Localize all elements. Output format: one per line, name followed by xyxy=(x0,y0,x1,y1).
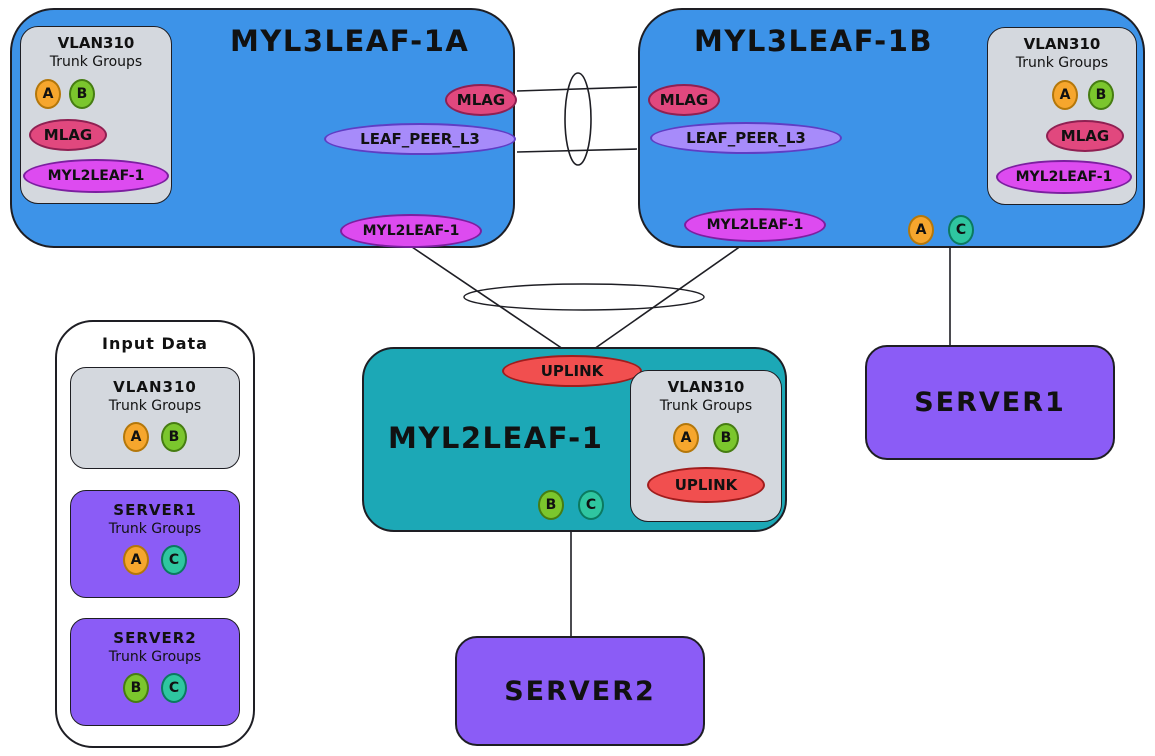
mlag-pill: MLAG xyxy=(648,84,720,116)
peer-link-line-top xyxy=(516,86,638,92)
input-group-badges: B C xyxy=(71,673,239,703)
trunk-badge-c: C xyxy=(161,545,187,575)
downlink-line-1a xyxy=(411,246,564,350)
trunk-badge-a: A xyxy=(35,79,61,109)
node-title-myl3leaf-1b: MYL3LEAF-1B xyxy=(694,24,933,58)
vlan-panel-title: VLAN310 xyxy=(57,34,135,52)
uplink-pill: UPLINK xyxy=(502,355,642,387)
input-group-subtitle: Trunk Groups xyxy=(108,649,202,665)
vlan310-panel-1b: VLAN310 Trunk Groups A B MLAG MYL2LEAF-1 xyxy=(987,27,1137,205)
node-server1: SERVER1 xyxy=(865,345,1115,460)
node-title-server1: SERVER1 xyxy=(914,387,1066,418)
vlan310-panel-1a: VLAN310 Trunk Groups A B MLAG MYL2LEAF-1 xyxy=(20,26,172,204)
trunk-badge-a: A xyxy=(123,545,149,575)
input-group-subtitle: Trunk Groups xyxy=(108,521,202,537)
downlink-lag-ellipse xyxy=(463,283,705,311)
vlan-panel-title: VLAN310 xyxy=(1023,35,1101,53)
leaf-peer-l3-pill: LEAF_PEER_L3 xyxy=(324,123,516,155)
input-group-title: VLAN310 xyxy=(113,378,197,396)
trunk-badge-a: A xyxy=(1052,80,1078,110)
myl2leaf-pill: MYL2LEAF-1 xyxy=(996,160,1132,194)
vlan-panel-subtitle: Trunk Groups xyxy=(49,54,143,70)
input-data-panel: Input Data VLAN310 Trunk Groups A B SERV… xyxy=(55,320,255,748)
input-group-badges: A C xyxy=(71,545,239,575)
trunk-badge-b: B xyxy=(1088,80,1114,110)
peer-link-lag-ellipse xyxy=(564,72,592,166)
vlan-panel-subtitle: Trunk Groups xyxy=(1015,55,1109,71)
myl2leaf-pill: MYL2LEAF-1 xyxy=(684,208,826,242)
input-group-vlan310: VLAN310 Trunk Groups A B xyxy=(70,367,240,469)
input-data-title: Input Data xyxy=(102,334,208,353)
node-myl3leaf-1a: MYL3LEAF-1A VLAN310 Trunk Groups A B MLA… xyxy=(10,8,517,248)
input-group-badges: A B xyxy=(71,422,239,452)
node-title-server2: SERVER2 xyxy=(504,675,656,707)
input-group-title: SERVER2 xyxy=(113,629,197,647)
trunk-badge-b: B xyxy=(123,673,149,703)
vlan-panel-title: VLAN310 xyxy=(667,378,745,396)
trunk-badge-a: A xyxy=(123,422,149,452)
node-myl2leaf-1: UPLINK MYL2LEAF-1 VLAN310 Trunk Groups A… xyxy=(362,347,787,532)
input-group-title: SERVER1 xyxy=(113,501,197,519)
trunk-badge-b: B xyxy=(538,490,564,520)
input-group-server2: SERVER2 Trunk Groups B C xyxy=(70,618,240,726)
input-group-server1: SERVER1 Trunk Groups A C xyxy=(70,490,240,598)
trunk-badge-b: B xyxy=(713,423,739,453)
trunk-badge-a: A xyxy=(908,215,934,245)
node-myl3leaf-1b: MYL3LEAF-1B MLAG LEAF_PEER_L3 MYL2LEAF-1… xyxy=(638,8,1145,248)
leaf-peer-l3-pill: LEAF_PEER_L3 xyxy=(650,122,842,154)
uplink-pill: UPLINK xyxy=(647,467,765,503)
mlag-pill: MLAG xyxy=(1046,120,1124,152)
mlag-pill: MLAG xyxy=(445,84,517,116)
node-server2: SERVER2 xyxy=(455,636,705,746)
trunk-badge-b: B xyxy=(69,79,95,109)
trunk-badge-c: C xyxy=(948,215,974,245)
trunk-badge-c: C xyxy=(578,490,604,520)
downlink-line-1b xyxy=(593,240,749,350)
trunk-badge-c: C xyxy=(161,673,187,703)
trunk-badge-a: A xyxy=(673,423,699,453)
input-group-subtitle: Trunk Groups xyxy=(108,398,202,414)
node-title-myl3leaf-1a: MYL3LEAF-1A xyxy=(230,24,470,58)
vlan310-panel-leaf2: VLAN310 Trunk Groups A B UPLINK xyxy=(630,370,782,522)
trunk-badge-b: B xyxy=(161,422,187,452)
node-title-myl2leaf-1: MYL2LEAF-1 xyxy=(388,421,604,455)
myl2leaf-pill: MYL2LEAF-1 xyxy=(23,159,169,193)
mlag-pill: MLAG xyxy=(29,119,107,151)
peer-link-line-bottom xyxy=(516,148,638,153)
myl2leaf-pill: MYL2LEAF-1 xyxy=(340,214,482,248)
vlan-panel-subtitle: Trunk Groups xyxy=(659,398,753,414)
